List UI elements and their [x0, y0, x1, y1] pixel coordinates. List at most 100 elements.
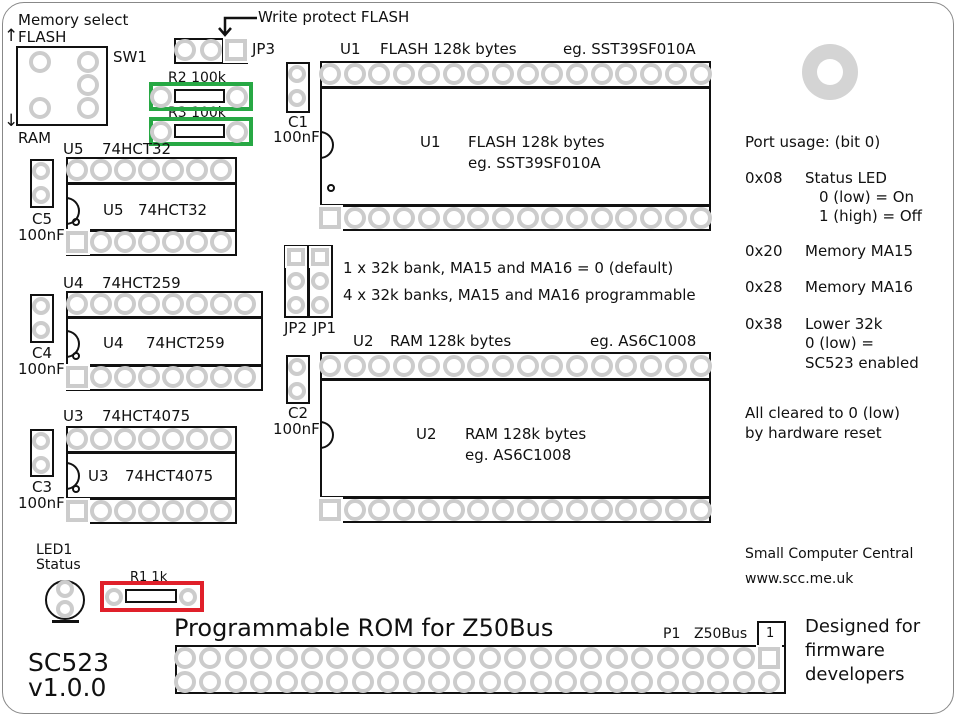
pad	[186, 293, 208, 315]
c2-label: C2	[288, 404, 309, 422]
pad	[319, 355, 341, 377]
pad	[368, 207, 390, 229]
pad	[403, 647, 425, 669]
board-id: SC523	[28, 648, 110, 677]
c5-label: C5	[32, 210, 53, 228]
pad	[200, 39, 222, 61]
pad	[319, 63, 341, 85]
pad	[162, 428, 184, 450]
square-pad	[64, 364, 90, 390]
pad	[640, 499, 662, 521]
pad	[352, 647, 374, 669]
pad	[352, 671, 374, 693]
pad	[615, 207, 637, 229]
pad	[288, 65, 306, 83]
divider	[320, 204, 711, 207]
u3-part-top: 74HCT4075	[102, 407, 191, 425]
pad	[77, 51, 99, 73]
pad	[114, 231, 136, 253]
pad	[311, 296, 329, 314]
square-pad	[64, 498, 90, 524]
pad	[77, 97, 99, 119]
pin1-dot	[72, 352, 80, 360]
pad	[368, 499, 390, 521]
port-desc: Memory MA15	[805, 242, 914, 260]
pad	[186, 231, 208, 253]
r1-label: R1 1k	[130, 570, 168, 585]
pad	[138, 428, 160, 450]
pad	[162, 500, 184, 522]
pad	[682, 671, 704, 693]
pin1-dot	[327, 184, 335, 192]
pad	[492, 63, 514, 85]
pad	[517, 207, 539, 229]
pad	[504, 647, 526, 669]
c4-label: C4	[32, 344, 53, 362]
pad	[162, 366, 184, 388]
pad	[234, 293, 256, 315]
pad	[690, 355, 712, 377]
pad	[443, 355, 465, 377]
pad	[186, 366, 208, 388]
pad	[288, 382, 306, 400]
divider	[66, 316, 263, 319]
write-protect-label: Write protect FLASH	[258, 8, 410, 26]
pad	[418, 499, 440, 521]
square-pad	[756, 645, 782, 671]
pad	[344, 207, 366, 229]
tagline: Designed for	[805, 616, 921, 637]
c2-capacitor	[286, 355, 310, 404]
c5-capacitor	[30, 159, 54, 208]
flash-label: FLASH	[18, 28, 67, 46]
pad	[288, 358, 306, 376]
pad	[690, 207, 712, 229]
u5-ref: U5	[63, 140, 84, 158]
u1-ref-body: U1	[420, 133, 441, 151]
led1-label: Status	[36, 557, 81, 573]
pad	[504, 671, 526, 693]
u2-label: RAM 128k bytes	[465, 425, 587, 443]
port-desc: Lower 32k	[805, 315, 883, 333]
pad	[368, 355, 390, 377]
pad	[393, 355, 415, 377]
pad	[682, 647, 704, 669]
divider	[66, 182, 237, 185]
sw1-switch[interactable]	[16, 46, 108, 126]
pad	[114, 159, 136, 181]
square-pad	[285, 246, 307, 268]
pad	[225, 671, 247, 693]
u2-ref-body: U2	[416, 425, 437, 443]
port-addr: 0x08	[745, 169, 783, 187]
port-desc: 0 (low) = On	[819, 188, 915, 206]
pad	[591, 499, 613, 521]
square-pad	[317, 497, 343, 523]
pad	[467, 207, 489, 229]
pad	[657, 671, 679, 693]
pad	[453, 671, 475, 693]
u2-label-top: RAM 128k bytes	[390, 332, 512, 350]
pad	[114, 500, 136, 522]
pad	[301, 671, 323, 693]
divider	[66, 451, 237, 454]
ram-label: RAM	[18, 129, 52, 147]
maker-name: Small Computer Central	[745, 546, 914, 562]
pad	[640, 207, 662, 229]
maker-url[interactable]: www.scc.me.uk	[745, 571, 854, 587]
pad	[56, 580, 74, 598]
pad	[368, 63, 390, 85]
pad	[66, 428, 88, 450]
pad	[32, 186, 50, 204]
pad	[276, 671, 298, 693]
pad	[606, 671, 628, 693]
pad	[733, 671, 755, 693]
pin1-label: 1	[766, 626, 775, 641]
pad	[566, 63, 588, 85]
jp2-label: JP2	[284, 319, 308, 337]
p1-header[interactable]	[175, 645, 786, 694]
pad	[276, 647, 298, 669]
pad	[403, 671, 425, 693]
pad	[138, 366, 160, 388]
pad	[226, 121, 248, 143]
